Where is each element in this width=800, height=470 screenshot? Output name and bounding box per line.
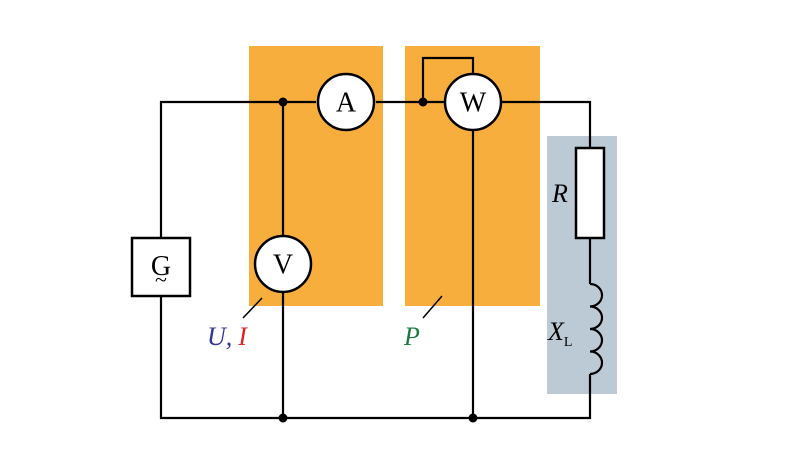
r-label: R: [551, 179, 568, 208]
comma-label: ,: [226, 322, 233, 351]
inductor: [589, 282, 604, 376]
voltmeter: V: [253, 234, 313, 294]
generator-label: G: [151, 251, 171, 282]
i-label: I: [237, 322, 248, 351]
ammeter: A: [316, 72, 376, 132]
resistor: [574, 146, 606, 240]
wattmeter: W: [443, 72, 503, 132]
voltmeter-label: V: [273, 250, 293, 281]
xl-sub-label: L: [564, 335, 573, 350]
u-label: U: [207, 322, 228, 351]
generator: G ~: [130, 236, 192, 298]
p-label: P: [403, 322, 420, 351]
xl-main-label: X: [547, 317, 565, 346]
junction-dot: [278, 97, 288, 107]
xl-label: XL: [547, 317, 572, 350]
wattmeter-label: W: [460, 88, 487, 119]
wires: [159, 56, 592, 420]
ammeter-label: A: [336, 88, 357, 119]
ui-label: U,I: [207, 322, 248, 351]
junction-dot: [278, 413, 288, 423]
ui-leader-line: [242, 297, 263, 319]
generator-tilde: ~: [155, 267, 167, 292]
junction-dot: [468, 413, 478, 423]
junction-dot: [418, 97, 428, 107]
p-leader-line: [422, 295, 443, 319]
